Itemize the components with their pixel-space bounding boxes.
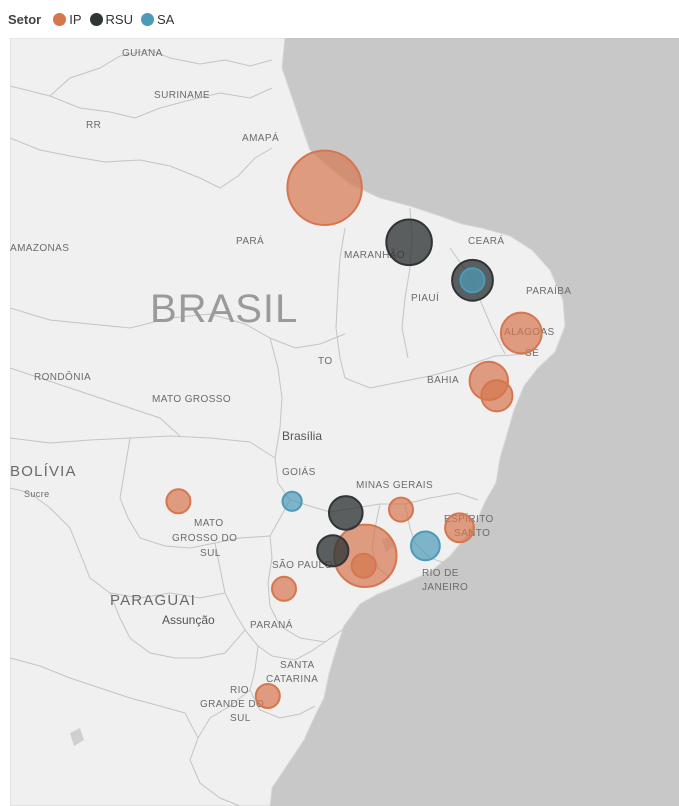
bubble-rsu-3[interactable] (316, 534, 350, 568)
label-brasil: BRASIL (150, 287, 298, 331)
bubble-sa-1[interactable] (281, 490, 303, 512)
bubble-ip-1[interactable] (499, 311, 543, 355)
label-sao-paulo: SÃO PAULO (272, 558, 333, 571)
label-janeiro: JANEIRO (422, 582, 468, 593)
label-se: SE (525, 348, 539, 359)
bubble-ip-6[interactable] (444, 512, 475, 544)
label-grosso-do: GROSSO DO (172, 533, 237, 544)
label-catarina: CATARINA (266, 674, 318, 685)
label-rio-rs: RIO (230, 685, 249, 696)
label-to: TO (318, 356, 333, 367)
bubble-ip-4[interactable] (165, 488, 192, 515)
label-rr: RR (86, 120, 101, 131)
label-bolivia: BOLÍVIA (10, 463, 77, 480)
label-para: PARÁ (236, 234, 264, 247)
label-brasilia: Brasília (282, 429, 322, 443)
label-sul-ms: SUL (200, 548, 221, 559)
label-parana: PARANÁ (250, 618, 293, 631)
legend-title: Setor (8, 11, 42, 27)
legend-ip-swatch-icon (53, 12, 67, 26)
label-paraguai: PARAGUAI (110, 592, 196, 609)
bubble-ip-0[interactable] (286, 149, 363, 227)
legend: Setor IP RSU SA (0, 0, 679, 38)
label-mato-ms: MATO (194, 518, 224, 529)
legend-ip-label: IP (69, 11, 82, 27)
label-sucre: Sucre (24, 489, 50, 499)
legend-item-sa[interactable]: SA (140, 11, 175, 27)
label-bahia: BAHIA (427, 375, 459, 386)
label-mato-grosso: MATO GROSSO (152, 394, 231, 405)
bubble-ip-5[interactable] (388, 496, 414, 523)
map-labels: GUIANA SURINAME RR AMAPÁ AMAZONAS PARÁ M… (10, 48, 571, 724)
bubble-ip-3[interactable] (480, 379, 514, 413)
label-grande-do: GRANDE DO (200, 699, 264, 710)
label-ceara: CEARÁ (468, 234, 504, 247)
label-goias: GOIÁS (282, 465, 316, 478)
label-rio-de: RIO DE (422, 568, 459, 579)
label-amazonas: AMAZONAS (10, 243, 69, 254)
label-santa: SANTA (280, 660, 315, 671)
label-rondonia: RONDÔNIA (34, 370, 91, 383)
bubble-sa-0[interactable] (459, 267, 486, 294)
legend-rsu-label: RSU (105, 11, 133, 27)
legend-item-ip[interactable]: IP (53, 11, 82, 27)
label-minas-gerais: MINAS GERAIS (356, 480, 433, 491)
label-piaui: PIAUÍ (411, 291, 439, 304)
bubble-ip-8[interactable] (350, 552, 377, 579)
bubble-rsu-2[interactable] (328, 495, 364, 531)
label-suriname: SURINAME (154, 90, 210, 101)
legend-sa-swatch-icon (140, 12, 154, 26)
bubble-layer[interactable] (165, 149, 543, 709)
bubble-ip-10[interactable] (254, 683, 281, 709)
legend-sa-label: SA (156, 11, 175, 27)
lake-patch-south (70, 728, 84, 746)
map-canvas[interactable]: GUIANA SURINAME RR AMAPÁ AMAZONAS PARÁ M… (10, 38, 679, 806)
legend-item-rsu[interactable]: RSU (89, 11, 133, 27)
label-amapa: AMAPÁ (242, 131, 279, 144)
label-paraiba: PARAÍBA (526, 284, 571, 297)
label-assuncao: Assunção (162, 613, 215, 627)
bubble-ip-9[interactable] (271, 575, 297, 602)
map-svg[interactable]: GUIANA SURINAME RR AMAPÁ AMAZONAS PARÁ M… (10, 38, 679, 806)
label-sul-rs: SUL (230, 713, 251, 724)
label-guiana: GUIANA (122, 48, 163, 59)
legend-rsu-swatch-icon (89, 12, 103, 26)
bubble-rsu-0[interactable] (385, 218, 433, 267)
bubble-sa-2[interactable] (410, 530, 441, 562)
